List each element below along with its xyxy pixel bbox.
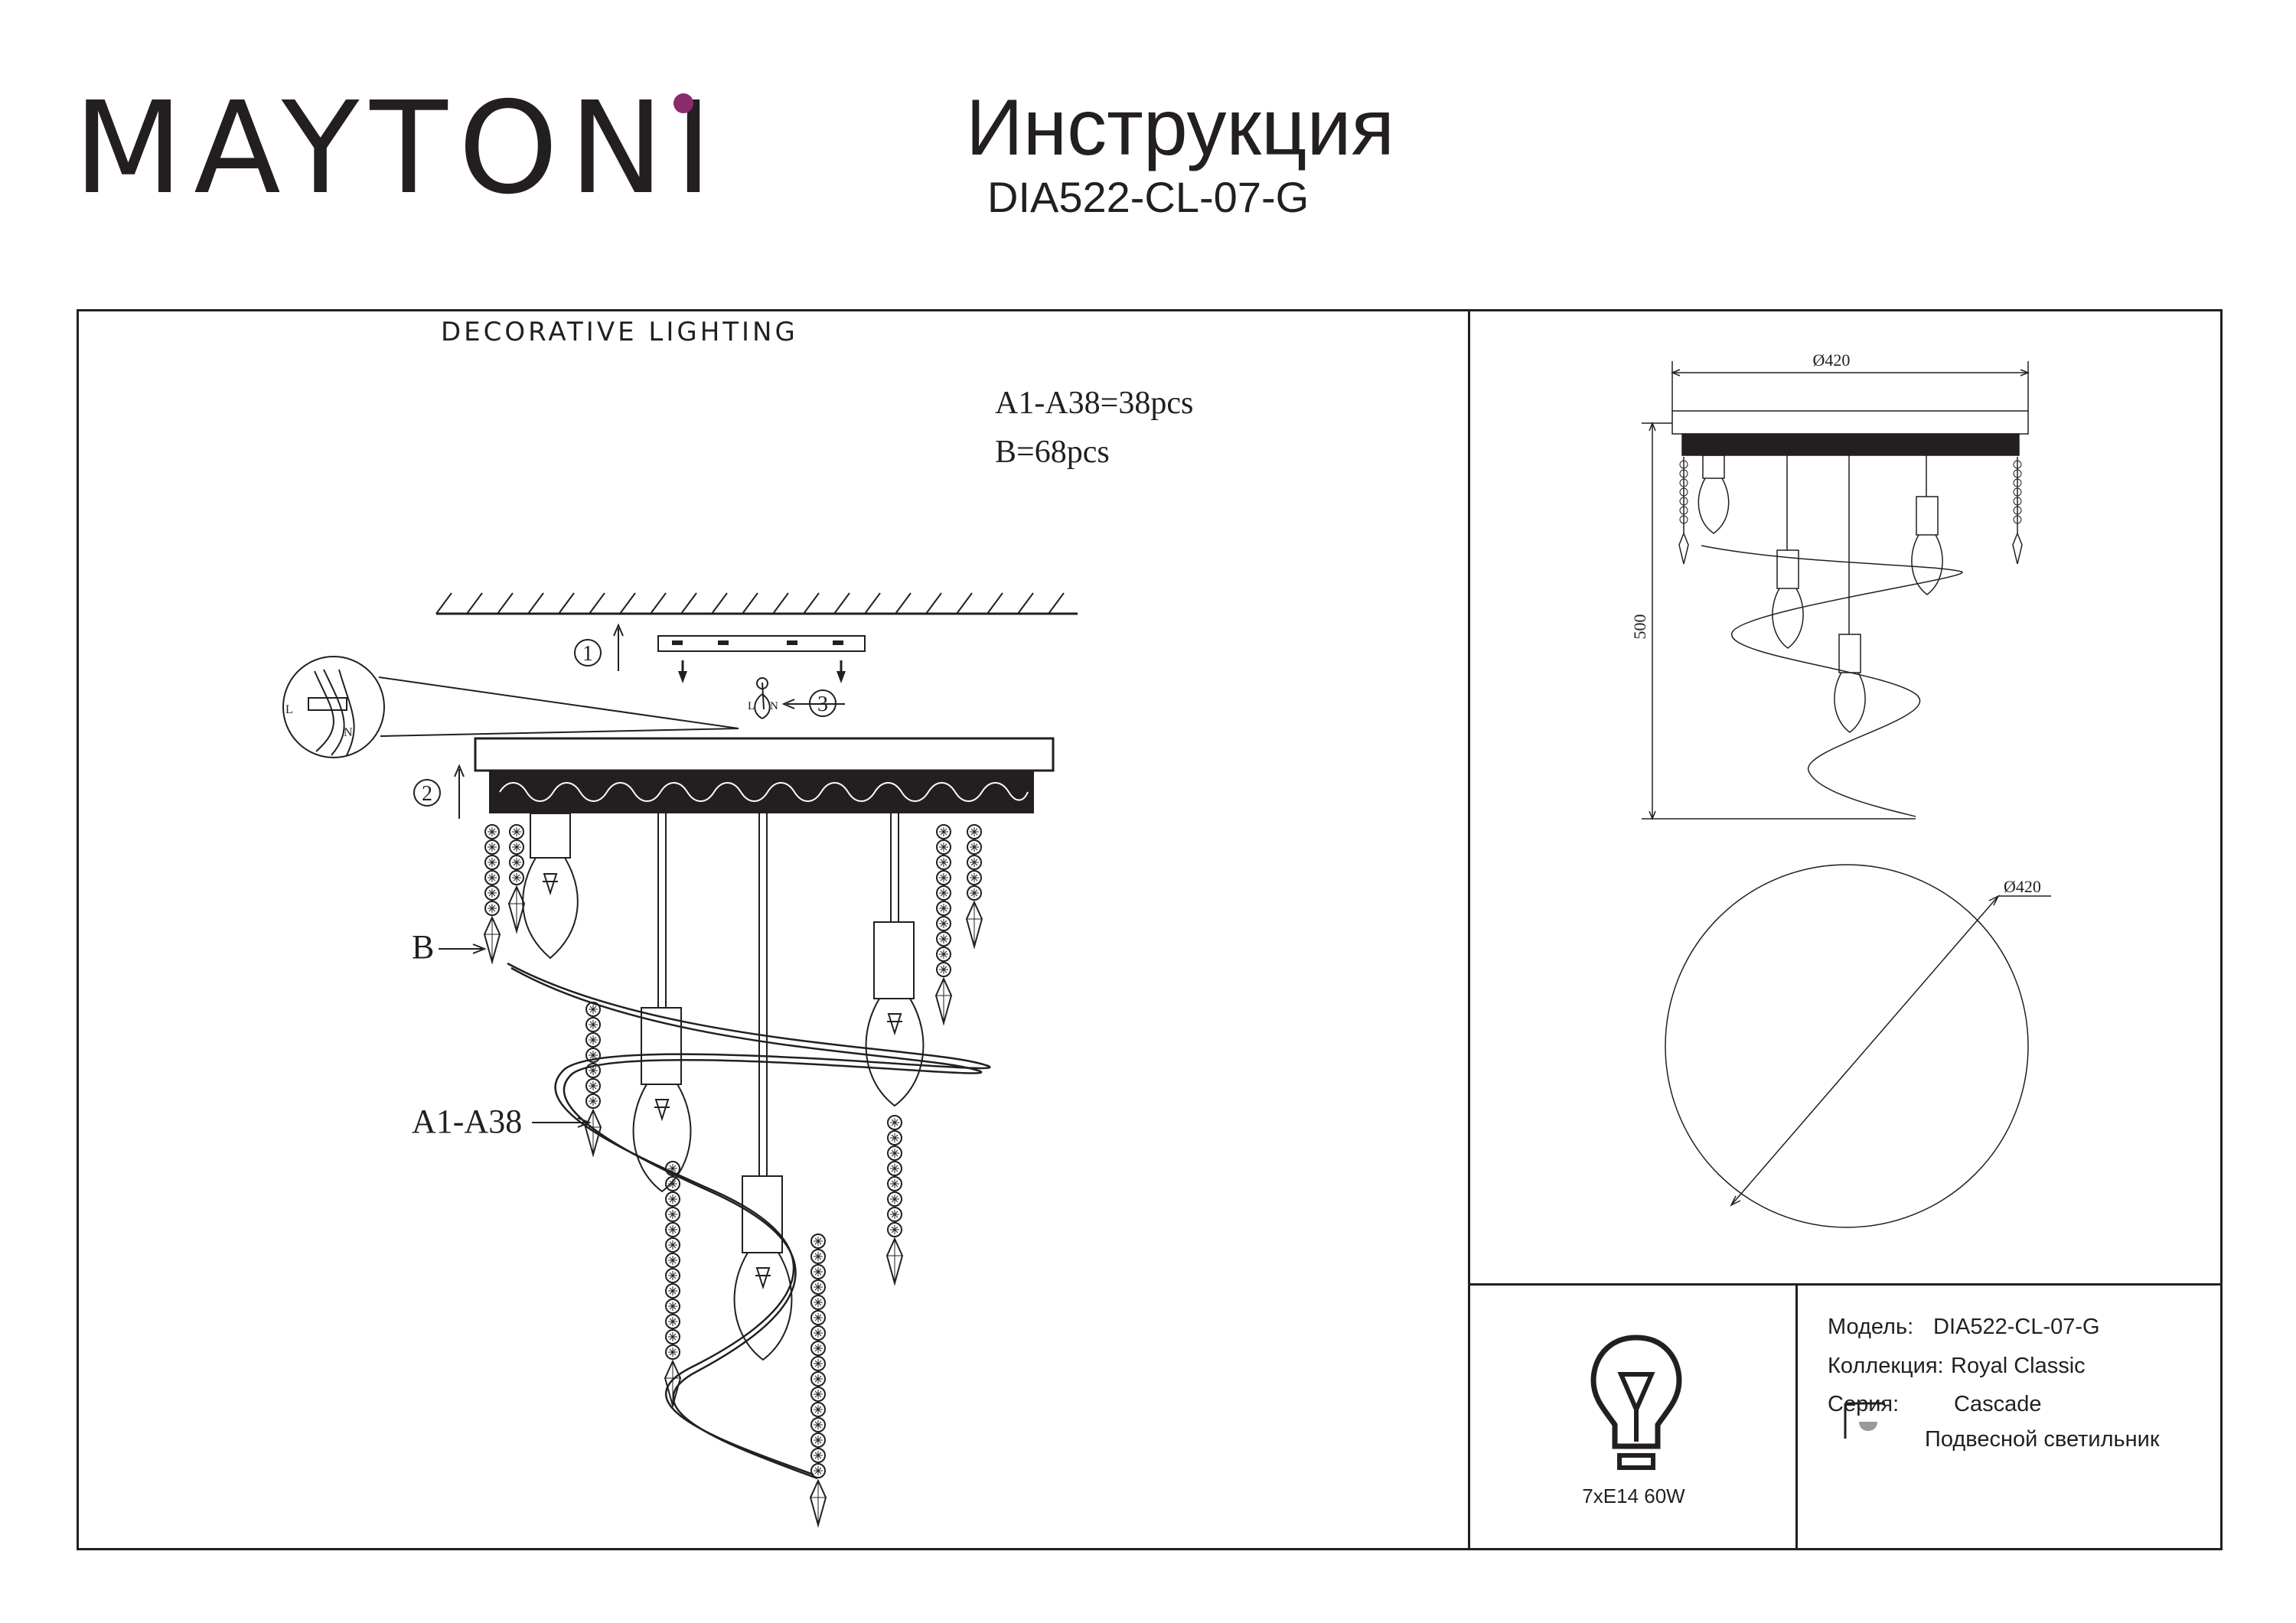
frame-divider-vertical: [1468, 311, 1470, 1548]
top-diameter-label: Ø420: [1813, 350, 1851, 370]
drawing-frame: [77, 309, 2223, 1550]
wire-label-live: L: [285, 703, 293, 716]
callout-a: A1-A38: [412, 1103, 592, 1140]
height-dimension: [1642, 421, 1916, 821]
height-label: 500: [1630, 614, 1649, 640]
step-1-marker: 1: [574, 623, 624, 671]
step-2-marker: 2: [413, 764, 465, 819]
top-view: [1665, 864, 2051, 1228]
callout-b: B: [412, 928, 487, 966]
lamp-arms: [522, 813, 925, 1361]
brand-name: MAYTONI: [73, 75, 723, 223]
label-a: A1-A38: [412, 1103, 522, 1140]
frame-divider-horizontal: [1470, 1283, 2220, 1286]
lamp-spec-cell: 7xE14 60W: [1472, 1287, 1795, 1548]
lamp-spec-label: 7xE14 60W: [1582, 1484, 1685, 1507]
circle-diameter-label: Ø420: [2004, 877, 2041, 896]
mounting-bracket: [657, 635, 866, 683]
label-b: B: [412, 928, 434, 966]
step-2-label: 2: [422, 782, 432, 806]
spiral-ribbon: [507, 962, 991, 1480]
ceiling-hatch: [435, 592, 1078, 615]
canopy: [474, 737, 1055, 813]
crystal-strings: [484, 824, 983, 1526]
logo-dot-icon: [673, 93, 693, 113]
brand-logo: MAYTONI DECORATIVE LIGHTING: [73, 86, 795, 348]
parts-b-count: B=68pcs: [995, 435, 1110, 470]
step-3-marker: L N 3: [748, 677, 845, 719]
document-title: Инструкция: [966, 83, 1394, 172]
type-value: Подвесной светильник: [1925, 1427, 2160, 1452]
wire-l-label: L: [748, 700, 755, 712]
top-diameter-dimension: [1670, 361, 2030, 411]
info-divider-vertical: [1795, 1286, 1798, 1548]
product-info-cell: Модель: DIA522-CL-07-G Коллекция: Royal …: [1799, 1287, 2220, 1548]
assembly-drawing: A1-A38=38pcs B=68pcs 1: [282, 386, 1193, 1526]
dimension-drawing: Ø420 500 Ø420: [1630, 350, 2051, 1228]
step-3-label: 3: [817, 693, 828, 716]
pendant-lamp-icon: [1844, 1402, 1885, 1439]
series-value: Cascade: [1954, 1392, 2042, 1416]
collection-value: Royal Classic: [1951, 1354, 2086, 1378]
wiring-detail-icon: L N: [282, 656, 739, 758]
document-model-code: DIA522-CL-07-G: [987, 173, 1309, 221]
side-view: [1671, 410, 2029, 817]
wire-n-label: N: [770, 700, 778, 712]
parts-a-count: A1-A38=38pcs: [995, 386, 1193, 421]
model-value: DIA522-CL-07-G: [1933, 1315, 2100, 1339]
model-label: Модель:: [1828, 1315, 1914, 1339]
lightbulb-icon: [1590, 1335, 1682, 1470]
step-1-label: 1: [582, 642, 593, 666]
wire-label-neutral: N: [344, 726, 353, 739]
brand-tagline: DECORATIVE LIGHTING: [441, 317, 798, 347]
collection-label: Коллекция:: [1828, 1354, 1944, 1378]
